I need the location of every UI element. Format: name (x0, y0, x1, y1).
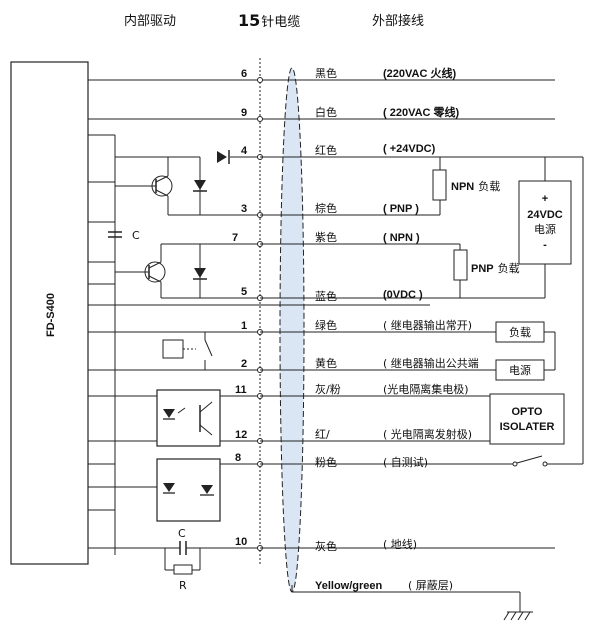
signal-8: ( 自测试) (383, 456, 428, 469)
pin-number-2: 2 (241, 358, 247, 370)
wire-color-12: 红/ (315, 428, 330, 441)
opto-label-2: ISOLATER (500, 421, 555, 433)
signal-1: ( 继电器输出常开) (383, 318, 472, 332)
pin-number-4: 4 (241, 145, 248, 157)
supply-24vdc-box (518, 180, 572, 265)
diode-1-icon (194, 180, 206, 190)
pin-number-3: 3 (241, 203, 247, 215)
wire-color-3: 棕色 (315, 201, 337, 215)
signal-6: (220VAC 火线) (383, 66, 456, 80)
supply-plus: + (542, 193, 548, 205)
wire-color-shield: Yellow/green (315, 580, 383, 592)
wire-color-10: 灰色 (315, 539, 337, 553)
signal-5: (0VDC ) (383, 289, 423, 301)
pin-number-10: 10 (235, 536, 247, 548)
signal-2: ( 继电器输出公共端 (383, 356, 479, 370)
pin-number-1: 1 (241, 320, 247, 332)
wire-color-6: 黑色 (315, 66, 337, 80)
opto2-led-icon (163, 483, 175, 492)
wire-color-1: 绿色 (315, 318, 337, 332)
npn-load-resistor (432, 169, 447, 201)
wire-color-11: 灰/粉 (315, 382, 341, 396)
signal-11: (光电隔离集电极) (383, 382, 469, 396)
signal-12: ( 光电隔离发射极) (383, 427, 472, 441)
opto2-triac-icon (201, 485, 213, 494)
pin-number-5: 5 (241, 286, 247, 298)
header-external-wiring: 外部接线 (372, 13, 424, 29)
ground-icon (503, 611, 531, 621)
pin-number-8: 8 (235, 452, 241, 464)
opto-isolater-box (489, 393, 565, 445)
supply-name: 电源 (534, 222, 556, 236)
cap-left-label: C (132, 229, 140, 242)
pnp-load-resistor (453, 249, 468, 281)
pin-number-9: 9 (241, 107, 247, 119)
signal-3: ( PNP ) (383, 203, 419, 215)
self-test-switch (516, 455, 543, 464)
opto1-led-icon (163, 409, 175, 418)
wire-color-9: 白色 (315, 105, 337, 119)
device-label: FD-S400 (45, 293, 57, 337)
supply-voltage: 24VDC (527, 209, 563, 221)
wire-color-8: 粉色 (315, 455, 337, 469)
wire-color-4: 红色 (315, 143, 337, 157)
diode-2-icon (194, 268, 206, 278)
relay-load-label: 负载 (509, 325, 531, 339)
external-wires (260, 156, 584, 613)
header-internal-drive: 内部驱动 (124, 13, 176, 29)
signal-shield: ( 屏蔽层) (408, 579, 453, 592)
header-cable-text: 针电缆 (261, 14, 300, 30)
cable-bundle (279, 67, 305, 593)
header-cable: 15针电缆 (238, 11, 300, 30)
cap-bottom-label: C (178, 527, 186, 540)
supply-minus: - (543, 239, 547, 251)
pin-number-6: 6 (241, 68, 247, 80)
diode-top-icon (217, 151, 227, 163)
pin-number-7: 7 (232, 232, 238, 244)
wire-color-2: 黄色 (315, 356, 337, 370)
res-bottom-label: R (179, 579, 187, 592)
device-box (10, 61, 89, 565)
relay-supply-label: 电源 (509, 363, 531, 377)
signal-10: ( 地线) (383, 537, 417, 551)
internal-circuit (108, 135, 260, 575)
signal-9: ( 220VAC 零线) (383, 105, 460, 119)
pin-number-11: 11 (235, 384, 247, 396)
wire-color-5: 蓝色 (315, 289, 337, 303)
wire-color-7: 紫色 (315, 230, 337, 244)
header-cable-number: 15 (238, 11, 260, 30)
signal-7: ( NPN ) (383, 232, 420, 244)
signal-4: ( +24VDC) (383, 143, 436, 155)
opto-label-1: OPTO (512, 406, 543, 418)
pin-number-12: 12 (235, 429, 247, 441)
